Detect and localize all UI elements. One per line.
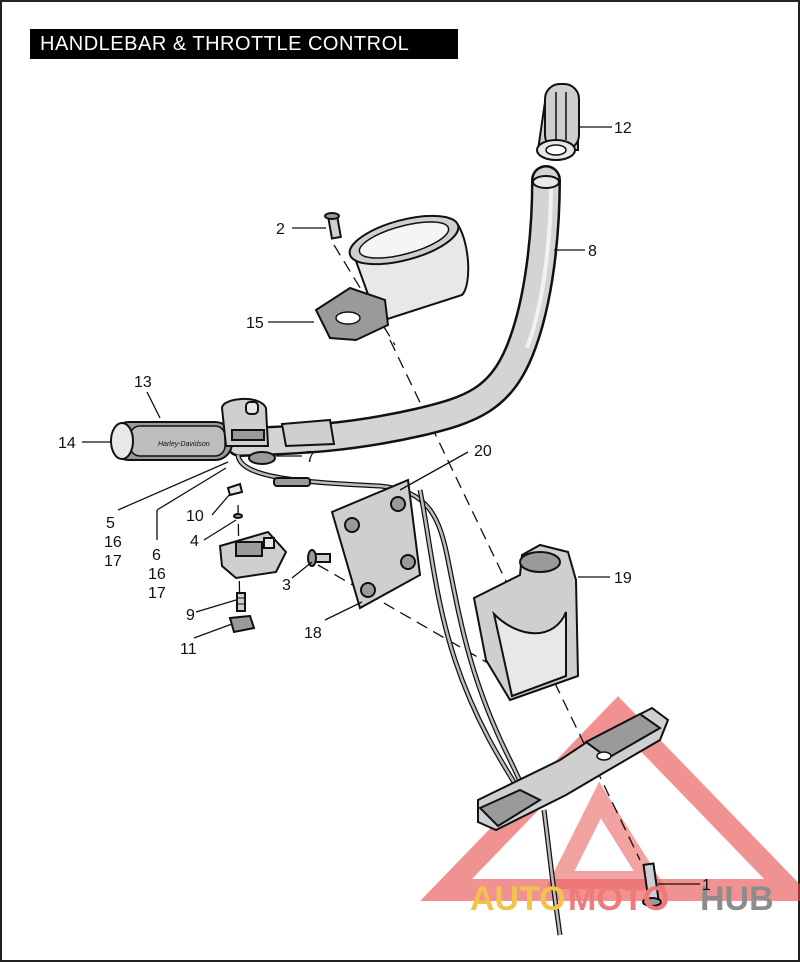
page-title: HANDLEBAR & THROTTLE CONTROL — [30, 29, 458, 59]
screw-part-2 — [324, 212, 342, 240]
watermark-text-auto: AUTO — [470, 880, 566, 918]
callout-7: 7 — [306, 449, 315, 466]
riser-clamp-part-15 — [314, 214, 470, 342]
callout-20: 20 — [474, 443, 492, 460]
leader-9 — [195, 599, 237, 613]
throttle-cable-part-20 — [235, 454, 563, 936]
leader-11 — [193, 623, 233, 639]
switch-housing-part-13 — [220, 398, 336, 448]
callout-19: 19 — [614, 570, 632, 587]
callout-3: 3 — [282, 577, 291, 594]
riser-cover-part-19 — [472, 543, 580, 702]
leader-10 — [211, 493, 231, 516]
right-grip-part-12 — [536, 83, 580, 161]
washer-part-4 — [233, 513, 243, 519]
leader-4 — [203, 519, 237, 541]
leader-6b — [156, 467, 227, 511]
leader-18 — [324, 601, 363, 621]
left-grip-part-14: Harley-Davidson — [110, 421, 233, 461]
callout-labels: 12 8 2 15 13 14 7 20 5 16 17 6 16 17 10 … — [58, 120, 711, 894]
watermark-text-hub: HUB — [700, 880, 774, 918]
callout-5: 5 — [106, 515, 115, 532]
callout-5-17: 17 — [104, 553, 122, 570]
callout-6-16: 16 — [148, 566, 166, 583]
clip-part-7 — [248, 451, 276, 465]
leader-5 — [117, 461, 229, 511]
callout-12: 12 — [614, 120, 632, 137]
callout-10: 10 — [186, 508, 204, 525]
callout-11: 11 — [180, 641, 197, 658]
callout-6: 6 — [152, 547, 161, 564]
lower-clamp-assembly — [477, 706, 670, 832]
callout-18: 18 — [304, 625, 322, 642]
callout-2: 2 — [276, 221, 285, 238]
callout-14: 14 — [58, 435, 76, 452]
screw-part-3 — [307, 549, 331, 567]
callout-6-17: 17 — [148, 585, 166, 602]
grip-brand-text: Harley-Davidson — [158, 441, 210, 448]
callout-9: 9 — [186, 607, 195, 624]
clip-part-10 — [226, 482, 244, 497]
watermark-text-moto: MOTO — [568, 880, 669, 918]
leader-lines — [82, 126, 700, 885]
mounting-plate-part-18 — [330, 478, 422, 610]
spring-part-9 — [236, 592, 246, 612]
callout-1: 1 — [702, 877, 711, 894]
bolt-part-1 — [642, 862, 662, 907]
callout-8: 8 — [588, 243, 597, 260]
callout-5-16: 16 — [104, 534, 122, 551]
switch-body-part-6 — [218, 530, 288, 580]
watermark-inner-mark — [545, 781, 667, 889]
knob-part-11 — [228, 614, 256, 634]
leader-3 — [291, 561, 313, 579]
callout-15: 15 — [246, 315, 264, 332]
leader-20 — [399, 451, 469, 491]
watermark-text: AUTO MOTO HUB — [470, 880, 774, 918]
leader-13 — [146, 391, 161, 419]
callout-4: 4 — [190, 533, 199, 550]
callout-13: 13 — [134, 374, 152, 391]
